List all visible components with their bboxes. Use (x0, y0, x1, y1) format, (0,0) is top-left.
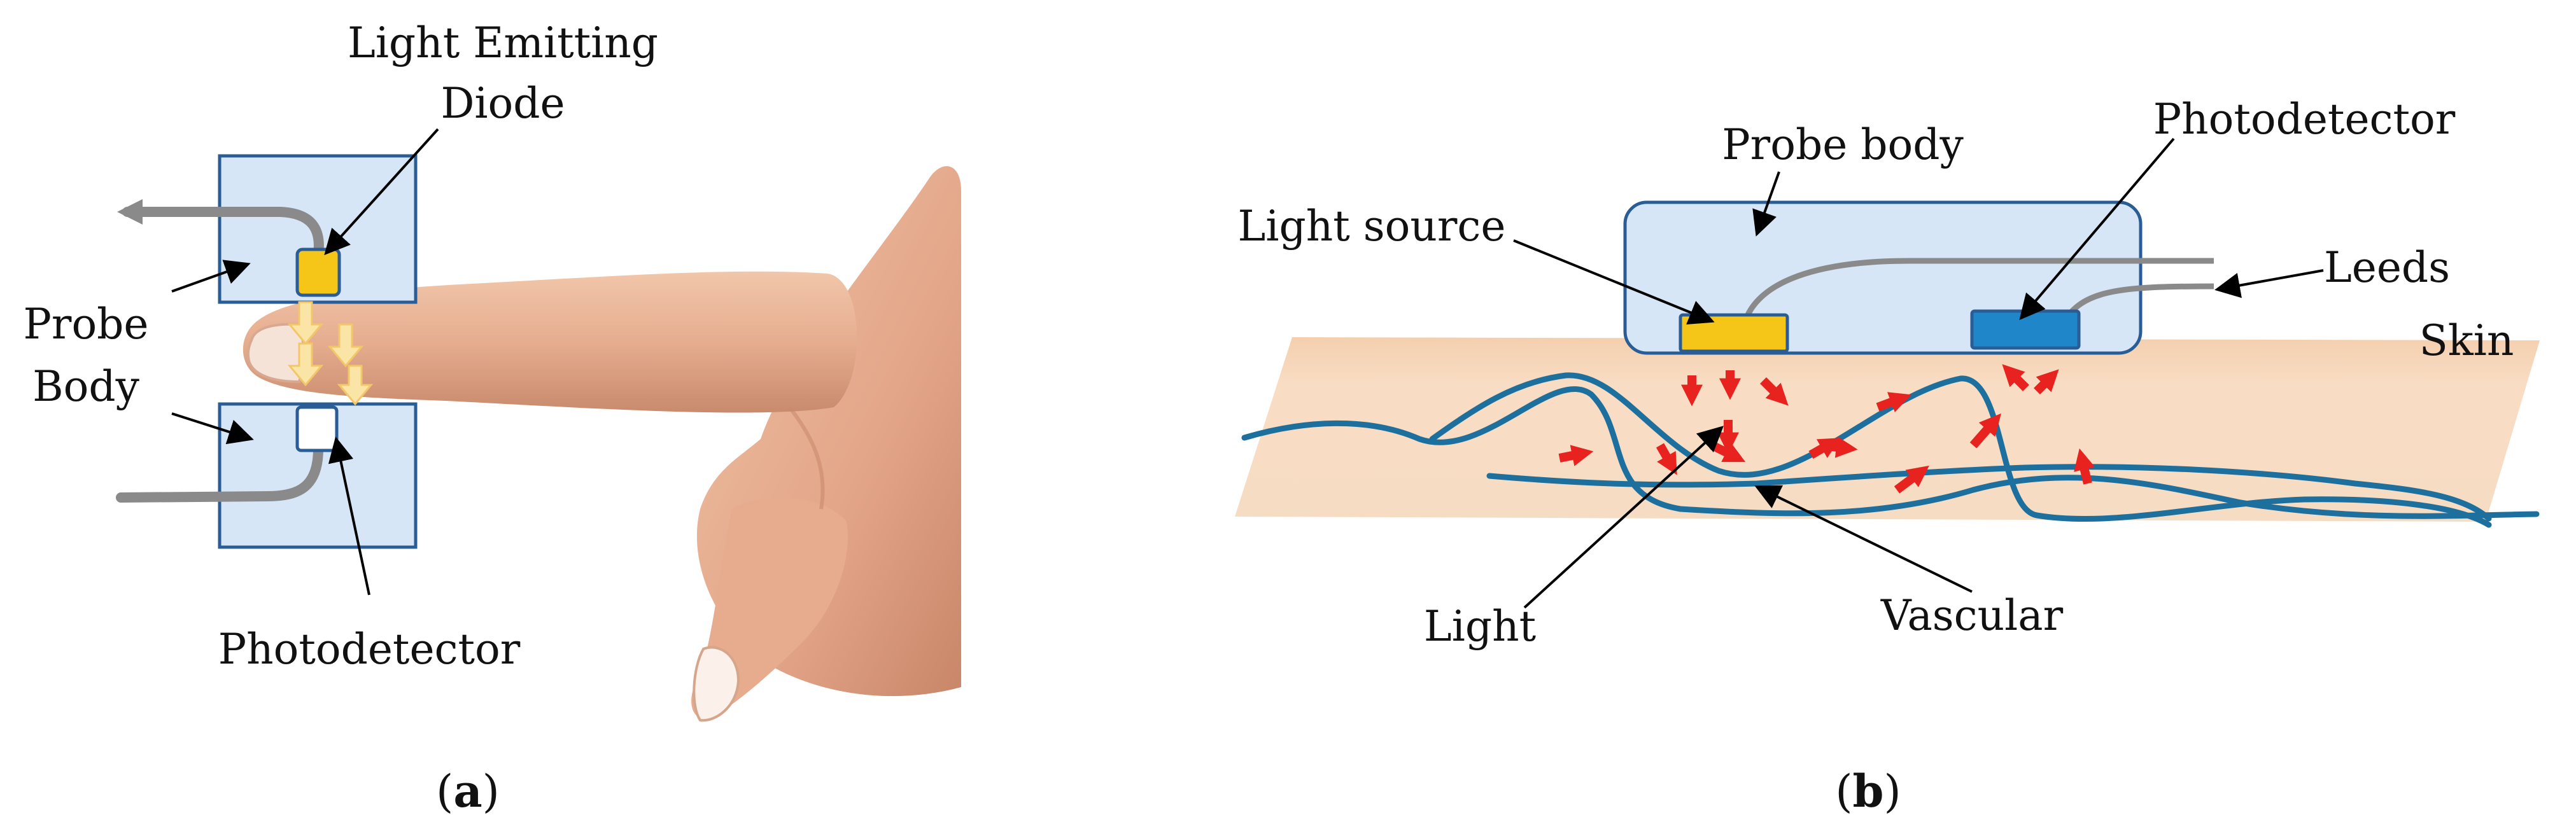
lead-upper (1741, 258, 2214, 326)
led-leader (324, 128, 439, 255)
photodetector-b (1970, 309, 2081, 350)
light-source-label: Light source (1238, 202, 1506, 251)
light-source (1679, 313, 1789, 353)
photodetector-label-a: Photodetector (218, 625, 521, 674)
knuckle-shadow (787, 406, 825, 510)
probe-label-line1: Probe (23, 300, 148, 349)
probe-leader-top-visible (171, 260, 251, 293)
skin-label: Skin (2419, 316, 2514, 365)
caption-b: (b) (1835, 765, 1901, 818)
vascular-leader (1754, 485, 1973, 593)
light-source-leader (1513, 239, 1715, 324)
probe-body-label: Probe body (1722, 120, 1964, 169)
panel-b: Probe body Photodetector Light source Le… (1235, 95, 2540, 818)
top-cable (117, 199, 324, 260)
led-label-line1: Light Emitting (348, 18, 658, 67)
light-arrows-a (287, 301, 374, 406)
probe-label-line2: Body (32, 362, 139, 411)
leeds-label: Leeds (2324, 243, 2450, 292)
hand-illustration (243, 166, 961, 722)
light-label: Light (1424, 602, 1536, 651)
photodetector-leader-b (2019, 137, 2175, 321)
skin-layer (1235, 337, 2540, 522)
fingernail (246, 323, 305, 384)
photodetector-label-b: Photodetector (2153, 95, 2456, 144)
photodetector-a (295, 405, 339, 452)
scatter-arrows (1558, 364, 2095, 494)
vascular-label: Vascular (1880, 591, 2064, 640)
caption-a: (a) (436, 765, 500, 818)
photodetector-leader-a (328, 436, 370, 596)
probe-body-leader (1752, 171, 1780, 237)
led (295, 247, 341, 297)
led-label-line2: Diode (440, 79, 565, 128)
leeds-leader (2214, 269, 2324, 298)
light-leader (1523, 426, 1724, 609)
probe-leader-bottom (171, 412, 254, 445)
bottom-cable (116, 443, 323, 503)
index-finger (243, 271, 857, 413)
panel-a: Light Emitting Diode Probe Body Photodet… (23, 18, 961, 818)
thumb-nail (693, 646, 740, 722)
